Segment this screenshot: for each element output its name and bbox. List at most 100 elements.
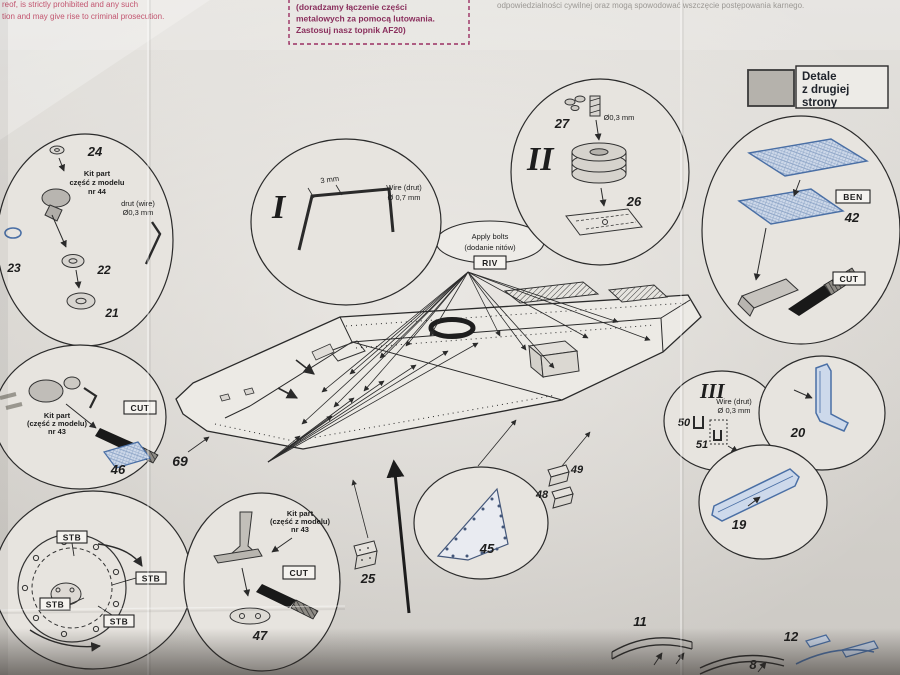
- solder-note-line3: Zastosuj nasz topnik AF20): [296, 25, 406, 35]
- riv-tag: RIV: [482, 258, 498, 268]
- bent-plate-flap: [737, 295, 755, 317]
- arrow: [74, 269, 82, 289]
- riv-note-line1: Apply bolts: [472, 232, 509, 241]
- turret-ring: [428, 317, 476, 339]
- kit-note-line2: (część z modelu): [270, 517, 331, 526]
- step-numeral-1: I: [271, 189, 287, 226]
- part-number-25: 25: [360, 571, 376, 586]
- callout-part-20: 20: [758, 355, 886, 471]
- part-number-20: 20: [790, 425, 806, 440]
- kit-note-line1: Kit part: [84, 169, 111, 178]
- part-number-26: 26: [626, 194, 642, 209]
- detale-text-box: [795, 65, 889, 109]
- part-number-48: 48: [535, 489, 549, 501]
- etched-roll-icon: [103, 441, 151, 469]
- knob-stem: [44, 204, 63, 222]
- knife-handle: [290, 599, 319, 620]
- part-number-22: 22: [96, 263, 111, 277]
- bracket-flap: [354, 550, 378, 570]
- front-arrows: [277, 359, 315, 399]
- part-27-icon: [564, 95, 586, 111]
- arrow: [792, 179, 801, 197]
- callout-part-47: Kit part (część z modelu) nr 43 CUT 47: [183, 492, 341, 672]
- solder-note-line2: metalowych za pomocą lutowania.: [296, 14, 435, 24]
- hull-fold-lines: [224, 299, 691, 419]
- curved-arrow: [97, 543, 143, 567]
- stb-tag: STB: [63, 533, 82, 543]
- cut-tag: CUT: [290, 568, 309, 578]
- arrow: [793, 389, 813, 399]
- stb-tag: STB: [110, 617, 129, 627]
- etched-grid-icon: [737, 188, 845, 225]
- main-arrow: [386, 459, 411, 614]
- stowage-box: [527, 340, 580, 379]
- kit-note-line3: nr 43: [48, 427, 66, 436]
- step-numeral-3: III: [699, 379, 725, 403]
- part-number-21: 21: [104, 306, 119, 320]
- parts-48-49: 49 48: [535, 464, 584, 509]
- cylinder-part-icon: [28, 379, 64, 403]
- dim-tick: [307, 187, 315, 199]
- leader-lines-riv: [301, 271, 651, 425]
- part-number-50: 50: [678, 417, 691, 429]
- callout-part-45: 45: [413, 466, 549, 580]
- copyright-text-line1: reof, is strictly prohibited and any suc…: [2, 0, 138, 9]
- knife-icon: [256, 584, 296, 608]
- disc-hole: [54, 148, 60, 152]
- angle-bracket-icon: [815, 363, 849, 432]
- washer-icon: [66, 292, 96, 310]
- engine-grille-left: [503, 281, 600, 304]
- callout-part-46: Kit part (część z modelu) nr 43 CUT 46: [0, 344, 167, 490]
- callout-etched-42: BEN 42 CUT: [701, 115, 900, 345]
- solder-note-line1: (doradzamy łączenie części: [296, 2, 407, 12]
- rivet-rows: [214, 302, 687, 443]
- etched-grid-icon: [747, 138, 869, 177]
- detale-note: Detale z drugiej strony: [747, 65, 889, 109]
- dimension-label: 3 mm: [320, 174, 340, 186]
- arrow: [65, 403, 97, 429]
- leader-lines-left: [267, 342, 479, 463]
- bent-wire-icon: [144, 221, 162, 265]
- part-number-49: 49: [570, 464, 584, 476]
- part-number-23: 23: [6, 261, 21, 275]
- arrow: [594, 119, 602, 141]
- arrow: [241, 567, 251, 597]
- washer-hole: [75, 297, 87, 305]
- part-number-27: 27: [554, 116, 570, 131]
- u-wire-icon: [693, 416, 704, 429]
- part-number-46: 46: [110, 462, 126, 477]
- triangle-plate-icon: [436, 487, 509, 561]
- detale-line3: strony: [802, 97, 838, 109]
- base-oval-icon: [229, 607, 271, 625]
- wire-note: Ø0,3 mm: [604, 113, 635, 122]
- wire-note-line2: Ø 0,7 mm: [388, 193, 421, 202]
- cut-tag: CUT: [840, 274, 859, 284]
- stb-leader-lines: [69, 542, 137, 616]
- arrow: [599, 187, 607, 207]
- u-wire-icon: [713, 430, 722, 441]
- callout-step-1: I 3 mm Wire (drut) Ø 0,7 mm: [250, 138, 442, 306]
- step-numeral-2: II: [526, 141, 555, 178]
- legal-text: odpowiedzialności cywilnej oraz mogą spo…: [497, 1, 804, 10]
- header-strip: reof, is strictly prohibited and any suc…: [2, 0, 804, 45]
- kit-note-line1: Kit part: [287, 509, 314, 518]
- wire-note-line2: Ø 0,3 mm: [718, 406, 751, 415]
- part-number-24: 24: [87, 144, 103, 159]
- bracket-fold-line: [717, 475, 794, 513]
- dim-tick: [335, 184, 343, 196]
- bracket-rivets: [359, 547, 371, 561]
- callout-part-19: 19: [698, 444, 828, 560]
- base-hole: [255, 613, 261, 619]
- kit-note-line2: (część z modelu): [27, 419, 88, 428]
- bracket-flap: [548, 471, 570, 487]
- part-number-51: 51: [696, 439, 708, 451]
- bracket-flap: [552, 493, 574, 509]
- detale-swatch: [747, 69, 795, 107]
- stb-tag-box: [103, 614, 135, 628]
- disc-icon: [49, 145, 65, 155]
- dashed-box: [709, 419, 728, 445]
- wire-note-line2: Ø0,3 mm: [123, 208, 154, 217]
- ben-tag: BEN: [843, 192, 862, 202]
